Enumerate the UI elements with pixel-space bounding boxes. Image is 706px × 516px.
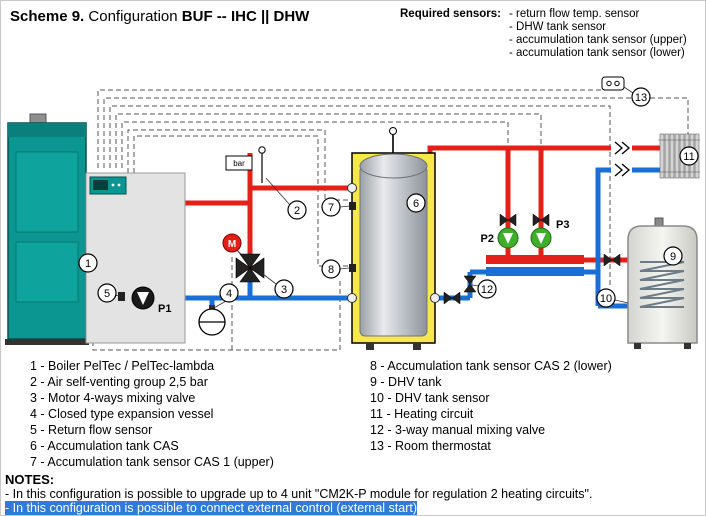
legend-item: 4 - Closed type expansion vessel <box>30 407 214 421</box>
mixing-valve-4way <box>235 253 265 283</box>
tank-sensor-lower <box>349 264 356 272</box>
legend-column-left: 1 - Boiler PelTec / PelTec-lambda 2 - Ai… <box>30 358 274 470</box>
callout-9: 9 <box>663 246 683 266</box>
pump-p2-label: P2 <box>481 233 494 245</box>
motor-label: M <box>228 239 236 250</box>
callout-6: 6 <box>406 193 426 213</box>
callout-12-number: 12 <box>481 284 493 296</box>
accumulation-tank <box>347 127 440 350</box>
legend-column-right: 8 - Accumulation tank sensor CAS 2 (lowe… <box>370 358 612 454</box>
legend-item: 2 - Air self-venting group 2,5 bar <box>30 375 208 389</box>
required-sensors-heading: Required sensors: <box>400 8 501 20</box>
return-flow-sensor <box>118 292 125 301</box>
configuration-name: BUF -- IHC || DHW <box>181 8 310 25</box>
required-sensors-block: Required sensors: - return flow temp. se… <box>400 8 687 60</box>
callout-4-number: 4 <box>226 288 232 300</box>
required-sensor-item: - accumulation tank sensor (lower) <box>508 47 685 59</box>
callout-10: 10 <box>596 288 616 308</box>
callout-13: 13 <box>631 87 651 107</box>
scheme-number: Scheme 9. <box>10 8 85 25</box>
callout-7-number: 7 <box>328 202 334 214</box>
legend-item: 5 - Return flow sensor <box>30 423 153 437</box>
callout-1: 1 <box>78 253 98 273</box>
dhw-tank <box>627 217 698 349</box>
callout-2-number: 2 <box>294 205 300 217</box>
pump-p1-label: P1 <box>158 303 171 315</box>
required-sensor-item: - DHW tank sensor <box>508 21 607 33</box>
callout-7: 7 <box>321 197 341 217</box>
expansion-vessel <box>198 305 226 336</box>
boiler <box>5 113 89 345</box>
boiler-panel <box>85 172 186 344</box>
hot-manifold-bar <box>486 255 584 264</box>
callout-5: 5 <box>97 283 117 303</box>
page-title: Scheme 9. Configuration BUF -- IHC || DH… <box>10 8 309 25</box>
note-line-1: - In this configuration is possible to u… <box>5 487 593 501</box>
callout-4: 4 <box>219 283 239 303</box>
callout-6-number: 6 <box>413 198 419 210</box>
callout-2: 2 <box>287 200 307 220</box>
callout-leader-lines <box>113 86 634 309</box>
callout-8-number: 8 <box>328 264 334 276</box>
callouts: 1 2 3 4 5 6 7 8 9 10 11 12 13 <box>78 87 699 308</box>
legend-item: 1 - Boiler PelTec / PelTec-lambda <box>30 359 215 373</box>
legend-item: 6 - Accumulation tank CAS <box>30 439 179 453</box>
notes-block: NOTES: - In this configuration is possib… <box>5 472 592 515</box>
legend-item: 3 - Motor 4-ways mixing valve <box>30 391 196 405</box>
highlighted-note-text: - In this configuration is possible to c… <box>5 501 418 515</box>
manual-mixing-valve-3way <box>463 275 477 293</box>
gauge-label: bar <box>233 159 245 168</box>
room-thermostat <box>601 76 625 91</box>
pipe-break-symbols <box>611 141 631 177</box>
callout-9-number: 9 <box>670 251 676 263</box>
legend-item: 8 - Accumulation tank sensor CAS 2 (lowe… <box>370 359 612 373</box>
note-line-2: - In this configuration is possible to c… <box>5 501 592 515</box>
required-sensor-item: - return flow temp. sensor <box>508 8 640 20</box>
legend-item: 11 - Heating circuit <box>370 407 474 421</box>
tank-sensor-upper <box>349 202 356 210</box>
callout-12: 12 <box>477 279 497 299</box>
legend-item: 13 - Room thermostat <box>370 439 491 453</box>
callout-11: 11 <box>679 146 699 166</box>
required-sensor-item: - accumulation tank sensor (upper) <box>508 34 687 46</box>
required-sensors-list: - return flow temp. sensor - DHW tank se… <box>509 8 687 60</box>
legend-item: 10 - DHV tank sensor <box>370 391 490 405</box>
pump-p2: P2 <box>481 227 519 249</box>
callout-10-number: 10 <box>600 293 612 305</box>
callout-13-number: 13 <box>635 92 647 104</box>
pump-p3-label: P3 <box>556 219 569 231</box>
legend-item: 7 - Accumulation tank sensor CAS 1 (uppe… <box>30 455 274 469</box>
notes-heading: NOTES: <box>5 472 55 487</box>
pump-p3: P3 <box>530 219 569 249</box>
legend-item: 9 - DHV tank <box>370 375 442 389</box>
callout-1-number: 1 <box>85 258 91 270</box>
heating-scheme-diagram: P1 M bar <box>5 76 700 351</box>
cold-manifold-bar <box>486 267 584 276</box>
legend-item: 12 - 3-way manual mixing valve <box>370 423 546 437</box>
pump-p1: P1 <box>131 286 171 315</box>
callout-5-number: 5 <box>104 288 110 300</box>
air-vent-group: bar <box>225 146 266 183</box>
callout-8: 8 <box>321 259 341 279</box>
callout-11-number: 11 <box>683 151 694 163</box>
title-config-word: Configuration <box>88 8 178 25</box>
valve-symbols <box>443 213 621 305</box>
callout-3-number: 3 <box>281 284 287 296</box>
callout-3: 3 <box>274 279 294 299</box>
